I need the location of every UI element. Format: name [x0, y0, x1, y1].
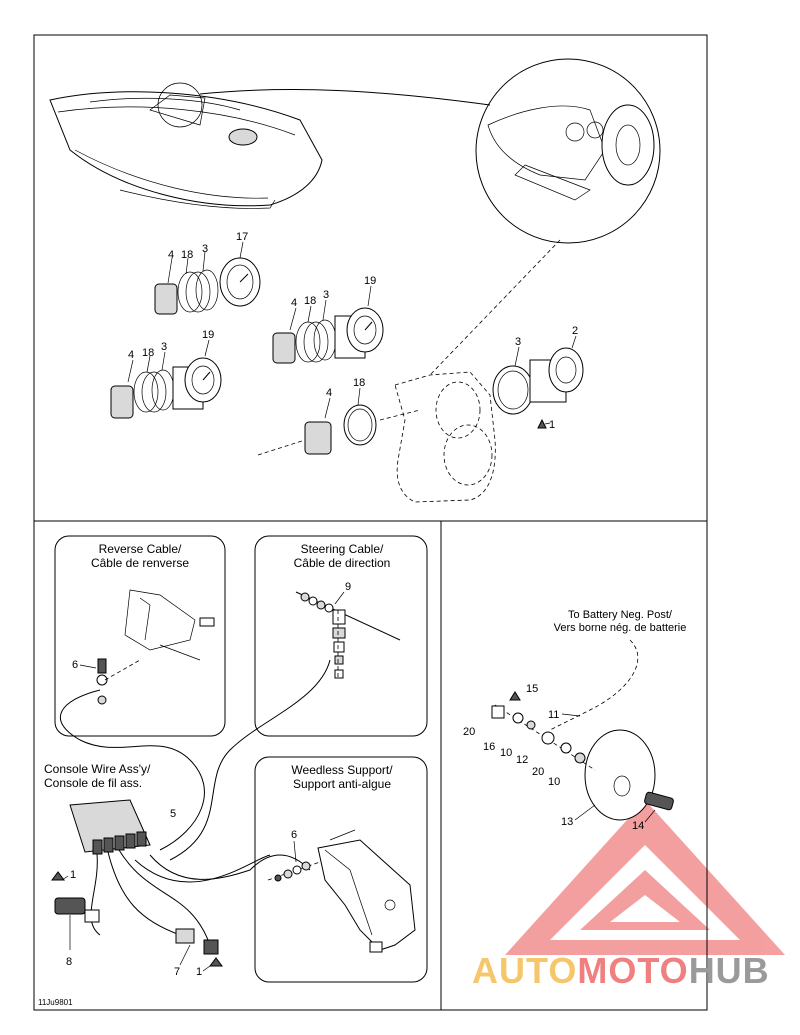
- watermark-part-3: HUB: [688, 950, 770, 991]
- callout-console-7: 7: [174, 966, 180, 978]
- weedless-title-2: Support anti-algue: [293, 777, 391, 791]
- callout-battery-12: 12: [516, 754, 528, 766]
- top-callouts: 4 18 3 17 4 18 3 19 4 18 3 19 4 18 3 2 1: [128, 231, 578, 431]
- weedless-title-1: Weedless Support/: [291, 763, 393, 777]
- callout-battery-10a: 10: [500, 747, 512, 759]
- dashboard-panel: [394, 335, 584, 503]
- callout-battery-16: 16: [483, 741, 495, 753]
- callout-battery-20b: 20: [532, 766, 544, 778]
- steering-title-1: Steering Cable/: [301, 542, 384, 556]
- battery-title-1: To Battery Neg. Post/: [568, 609, 673, 621]
- callout-battery-10b: 10: [548, 776, 560, 788]
- console-wire-assembly: Console Wire Ass'y/ Console de fil ass. …: [44, 762, 223, 978]
- callout-g2-3: 19: [364, 275, 376, 287]
- gauge-group-3: [110, 339, 222, 419]
- callout-g1-1: 18: [181, 249, 193, 261]
- watermark-text: AUTOMOTOHUB: [472, 950, 770, 992]
- callout-g2-1: 18: [304, 295, 316, 307]
- callout-battery-20a: 20: [463, 726, 475, 738]
- steering-title-2: Câble de direction: [294, 556, 391, 570]
- callout-g5-2: 1: [549, 419, 555, 431]
- boat-illustration: [49, 82, 491, 209]
- battery-title-2: Vers borne nég. de batterie: [554, 622, 687, 634]
- watermark-logo: [505, 800, 785, 955]
- watermark-part-1: AUTO: [472, 950, 578, 991]
- steering-cable-box: Steering Cable/ Câble de direction 9: [254, 535, 428, 737]
- diagram-frame: [33, 34, 708, 1011]
- callout-console-5: 5: [170, 808, 176, 820]
- callout-g1-3: 17: [236, 231, 248, 243]
- callout-g4-0: 4: [326, 387, 332, 399]
- callout-g5-1: 2: [572, 325, 578, 337]
- callout-g4-1: 18: [353, 377, 365, 389]
- reverse-title-2: Câble de renverse: [91, 556, 189, 570]
- battery-ground-assembly: To Battery Neg. Post/ Vers borne nég. de…: [463, 609, 686, 832]
- callout-g2-2: 3: [323, 289, 329, 301]
- weedless-support-box: Weedless Support/ Support anti-algue 6: [254, 756, 428, 983]
- reverse-title-1: Reverse Cable/: [99, 542, 182, 556]
- wire-harness: [59, 659, 331, 883]
- callout-battery-13: 13: [561, 816, 573, 828]
- console-title-1: Console Wire Ass'y/: [44, 762, 151, 776]
- callout-battery-14: 14: [632, 820, 644, 832]
- drawing-reference: 11Ju9801: [38, 998, 73, 1007]
- zoom-detail-circle: [429, 58, 661, 376]
- callout-console-1b: 1: [196, 966, 202, 978]
- callout-reverse-6: 6: [72, 659, 78, 671]
- nut-and-ring-group: [257, 387, 421, 456]
- callout-console-1a: 1: [70, 869, 76, 881]
- gauge-group-2: [272, 285, 384, 364]
- callout-steering-9: 9: [345, 581, 351, 593]
- callout-battery-15: 15: [526, 683, 538, 695]
- watermark-part-2: MOTO: [577, 950, 689, 991]
- callout-g3-0: 4: [128, 349, 134, 361]
- gauge-group-1: [154, 241, 261, 315]
- reverse-cable-box: Reverse Cable/ Câble de renverse 6: [54, 535, 226, 737]
- callout-g1-2: 3: [202, 243, 208, 255]
- callout-g3-2: 3: [161, 341, 167, 353]
- callout-battery-11: 11: [548, 709, 559, 721]
- callout-g3-3: 19: [202, 329, 214, 341]
- callout-g5-0: 3: [515, 336, 521, 348]
- callout-g1-0: 4: [168, 249, 174, 261]
- callout-weedless-6: 6: [291, 829, 297, 841]
- callout-console-8: 8: [66, 956, 72, 968]
- callout-g2-0: 4: [291, 297, 297, 309]
- callout-g3-1: 18: [142, 347, 154, 359]
- console-title-2: Console de fil ass.: [44, 776, 142, 790]
